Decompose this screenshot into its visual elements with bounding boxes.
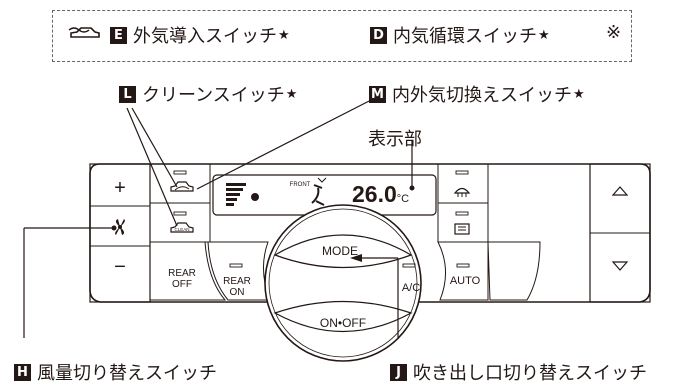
star-mark: ★ [285,86,298,102]
temp-plus-button[interactable]: + [114,177,126,199]
rear-defroster-icon [454,223,470,235]
fan-level-bars-icon [226,183,259,206]
triangle-down-icon [611,261,629,271]
rear-on-line1: REAR [223,276,251,287]
callout-outside-air: E 外気導入スイッチ ★ [68,22,290,48]
fan-icon [115,219,125,235]
mode-button[interactable]: MODE [322,244,358,258]
car-outside-air-icon [68,24,102,47]
callout-clean: L クリーンスイッチ ★ [119,81,297,107]
front-defroster-icon [453,187,471,197]
temperature-readout: 26.0°C [352,181,432,212]
on-off-button[interactable]: ON•OFF [319,316,367,330]
rear-off-button[interactable]: REAR OFF [160,268,204,290]
clean-air-icon: CLEAN [170,222,194,233]
car-recirculation-icon [170,181,194,192]
badge-d: D [370,26,387,44]
callout-outlet-mode: J 吹き出し口切り替えスイッチ [390,359,647,385]
asterisk-note: ※ [606,22,622,43]
star-mark: ★ [538,27,550,43]
temperature-value: 26.0 [352,181,397,207]
star-mark: ★ [278,27,290,43]
outlet-mode-switch-label: 吹き出し口切り替えスイッチ [413,363,647,384]
temperature-unit: °C [396,193,410,205]
badge-h: H [14,363,31,381]
ac-button[interactable]: A/C [401,282,421,294]
optional-features-box [52,10,632,62]
rear-on-button[interactable]: REAR ON [215,276,259,298]
callout-recirculation: D 内気循環スイッチ ★ [370,22,550,48]
temp-minus-button[interactable]: − [114,256,126,278]
fan-speed-switch-label: 風量切り替えスイッチ [37,363,217,384]
recirculation-switch-label: 内気循環スイッチ [393,26,537,47]
badge-l: L [119,85,136,103]
svg-text:CLEAN: CLEAN [174,227,189,232]
auto-button[interactable]: AUTO [449,275,481,287]
rear-off-line1: REAR [168,268,196,279]
triangle-up-icon [611,186,629,196]
airflow-seat-icon [311,177,327,206]
star-mark: ★ [573,86,585,102]
rear-off-line2: OFF [172,279,192,290]
rear-on-line2: ON [229,287,245,298]
outside-air-switch-label: 外気導入スイッチ [133,26,277,47]
air-intake-switch-label: 内外気切換えスイッチ [392,85,572,106]
badge-e: E [110,26,127,44]
clean-switch-label: クリーンスイッチ [142,85,285,106]
callout-fan-speed: H 風量切り替えスイッチ [14,359,217,385]
badge-j: J [390,363,407,381]
display-label: 表示部 [368,129,422,150]
front-indicator: FRONT [289,182,311,188]
